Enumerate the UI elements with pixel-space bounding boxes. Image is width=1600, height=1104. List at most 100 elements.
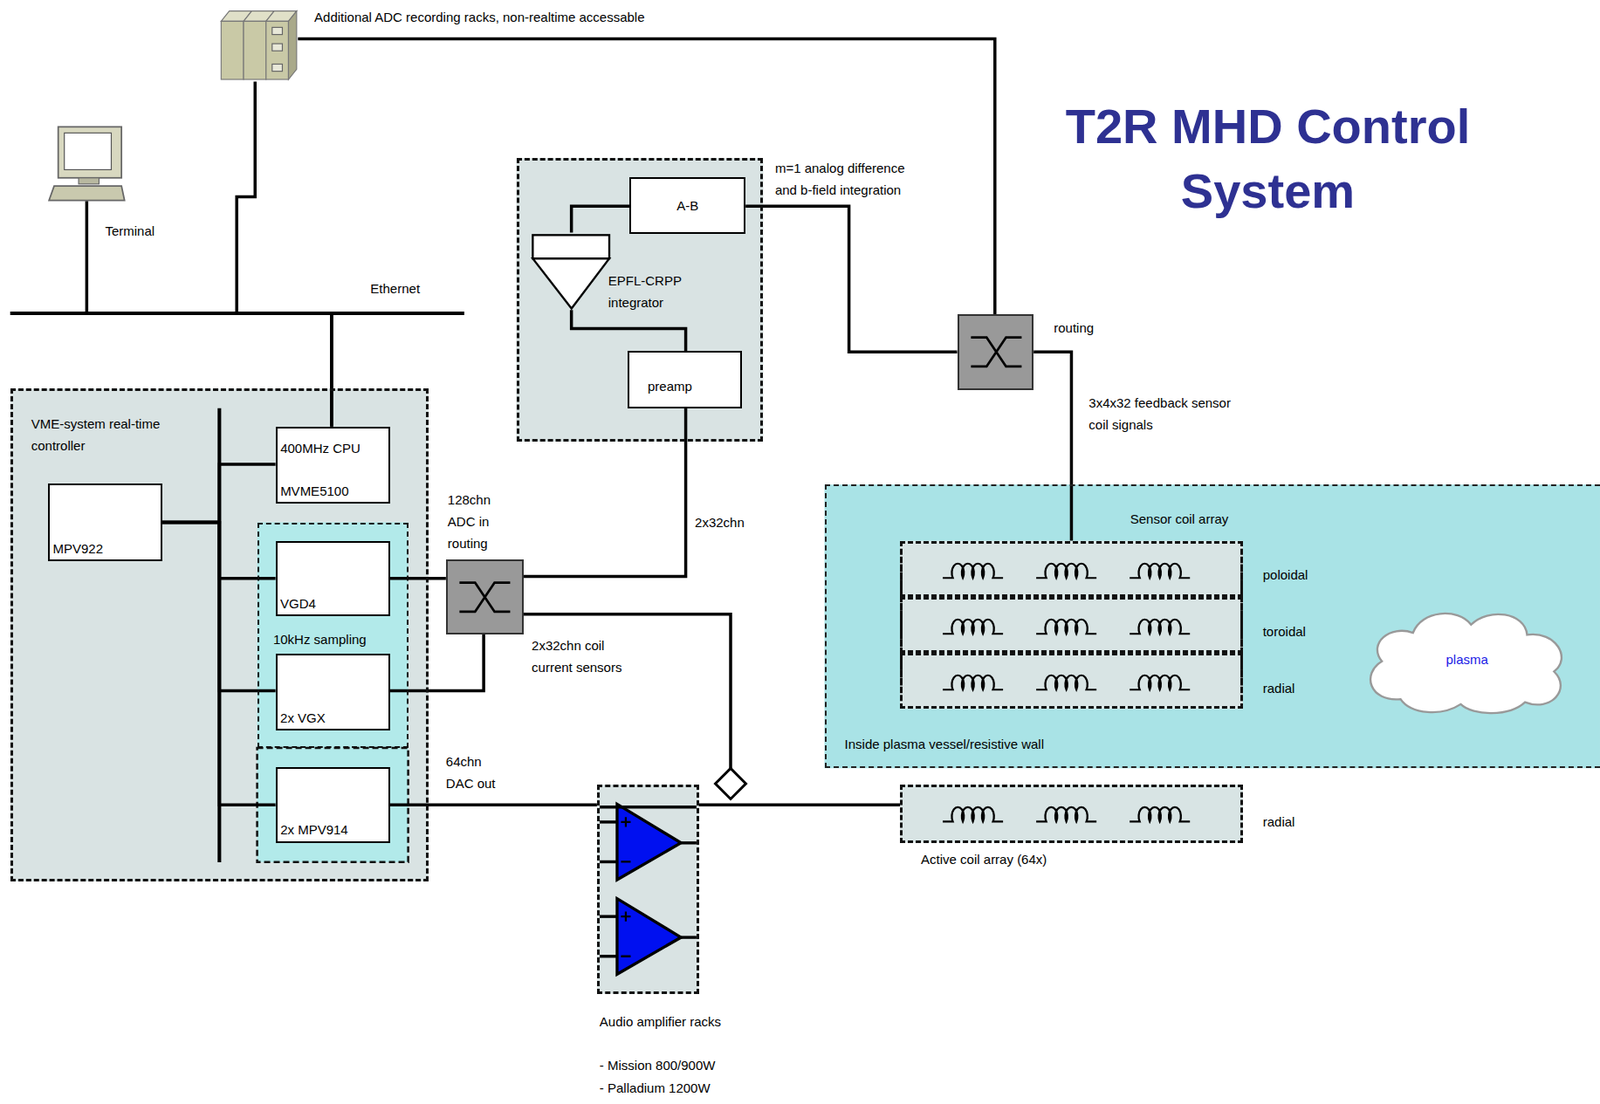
monitor-screen [64,132,112,170]
region-fill [899,541,1243,710]
amp-triangle [617,899,681,976]
region-fill [10,388,429,882]
coil-symbol [1129,807,1190,823]
dac-board: 2x MPV914 [275,767,391,844]
racks-graphic [219,6,298,82]
switch-cross [970,337,1022,367]
signal-wire [571,309,687,351]
vessel-band: Inside plasma vessel/resistive wall Senso… [824,484,1600,769]
term-graphic [48,124,125,202]
wire-label: 64chn DAC out [446,750,504,795]
coil-symbol [1036,619,1097,634]
adc-board: VGD4 [275,541,391,618]
signal-wire [236,82,332,427]
keyboard [48,185,125,200]
ethernet-bus [10,311,465,316]
node-label: - Mission 800/900W [599,1054,716,1077]
amp-graphic [599,787,697,992]
node-label: radial [1263,677,1296,700]
signal-wire [745,206,957,352]
node-label: 128chn ADC in routing [447,488,504,555]
signal-wire [390,634,485,691]
amp-input [599,954,618,958]
node-label: VGD4 [280,592,316,615]
adc-rack-icon: Additional ADC recording racks, non-real… [219,6,298,82]
rack-front [266,21,289,81]
vme-crate: VME-system real-time controller400MHz CP… [10,388,429,882]
node-label: 10kHz sampling [273,628,367,651]
coils-graphic [902,787,1241,841]
active-coil-array: radialActive coil array (64x) [899,784,1243,844]
sensor-array: Sensor coil arraypoloidaltoroidalradial [899,541,1243,710]
amplifier-rack: Audio amplifier racks- Mission 800/900W-… [597,784,700,995]
region-fill [257,522,409,749]
node-label: Inside plasma vessel/resistive wall [844,733,1044,756]
node-label: Additional ADC recording racks, non-real… [314,6,646,28]
amp-input [599,860,618,864]
node-label: Audio amplifier racks [599,1010,722,1033]
coil-symbol [942,807,1003,823]
signal-wire [390,803,598,808]
region-fill [516,157,764,442]
routing-switch: routing [957,314,1035,391]
coils-graphic [902,655,1241,707]
node-label: poloidal [1263,563,1309,586]
signal-wire [523,408,687,577]
coil-symbol [1129,675,1190,690]
coils-graphic [902,599,1241,651]
node-label: Terminal [104,219,155,242]
x-graphic [959,315,1033,389]
integrator-unit: m=1 analog difference and b-field integr… [516,157,764,442]
sampling-group: 10kHz sampling VGD4 2x VGX [257,522,409,749]
rack-slot [272,27,283,35]
signal-wire [297,38,995,315]
x-graphic [447,561,522,634]
integrator-symbol: EPFL-CRPP integrator [530,233,715,311]
node-label: 2x MPV914 [280,818,349,841]
signal-wire [699,803,900,808]
signal-wire [571,206,631,233]
coil-symbol [1129,619,1190,634]
subtractor-box: A-B [629,177,746,234]
routing-switch: 128chn ADC in routing [446,559,524,636]
wire-label: 2x32chn [694,511,765,534]
coil-symbol [942,563,1003,577]
node-label: Sensor coil array [1130,508,1230,530]
coil-symbol [1036,563,1097,577]
node-label: Active coil array (64x) [920,848,1047,871]
node-label: preamp [647,375,693,398]
amp-input [599,914,618,918]
node-label: MVME5100 [280,480,349,502]
coil-symbol [1129,563,1190,577]
coil-symbol [942,619,1003,634]
region-fill [824,484,1600,769]
vme-board: MPV922 [48,483,163,562]
amp-sign [620,817,631,862]
bus-label: Ethernet [370,277,420,300]
signal-wire [523,614,731,785]
terminal-icon: Terminal [48,124,125,202]
region-fill [597,784,700,995]
cpu-board: 400MHz CPU MVME5100 [275,426,391,505]
adc-board: 2x VGX [275,653,391,730]
node-label: MPV922 [52,537,104,560]
node-label: - Palladium 1200W [599,1077,711,1099]
rack-side [288,11,297,80]
amp-feed [599,805,697,809]
rack-front [221,21,245,81]
node-label: 400MHz CPU [280,437,361,460]
diagram-title: T2R MHD Control System [1015,94,1521,224]
coil-symbol [942,675,1003,690]
switch-cross [459,582,510,612]
monitor-stand [78,177,99,184]
node-label: m=1 analog difference and b-field integr… [775,157,920,201]
coil-row: poloidal [899,541,1243,598]
rack-slot [272,64,283,72]
node-label: routing [1053,316,1094,339]
node-label: plasma [1359,648,1575,671]
wire-label: 2x32chn coil current sensors [531,634,647,679]
integrator-bar [532,234,610,259]
vme-backplane [217,408,221,863]
dac-group [257,748,409,863]
